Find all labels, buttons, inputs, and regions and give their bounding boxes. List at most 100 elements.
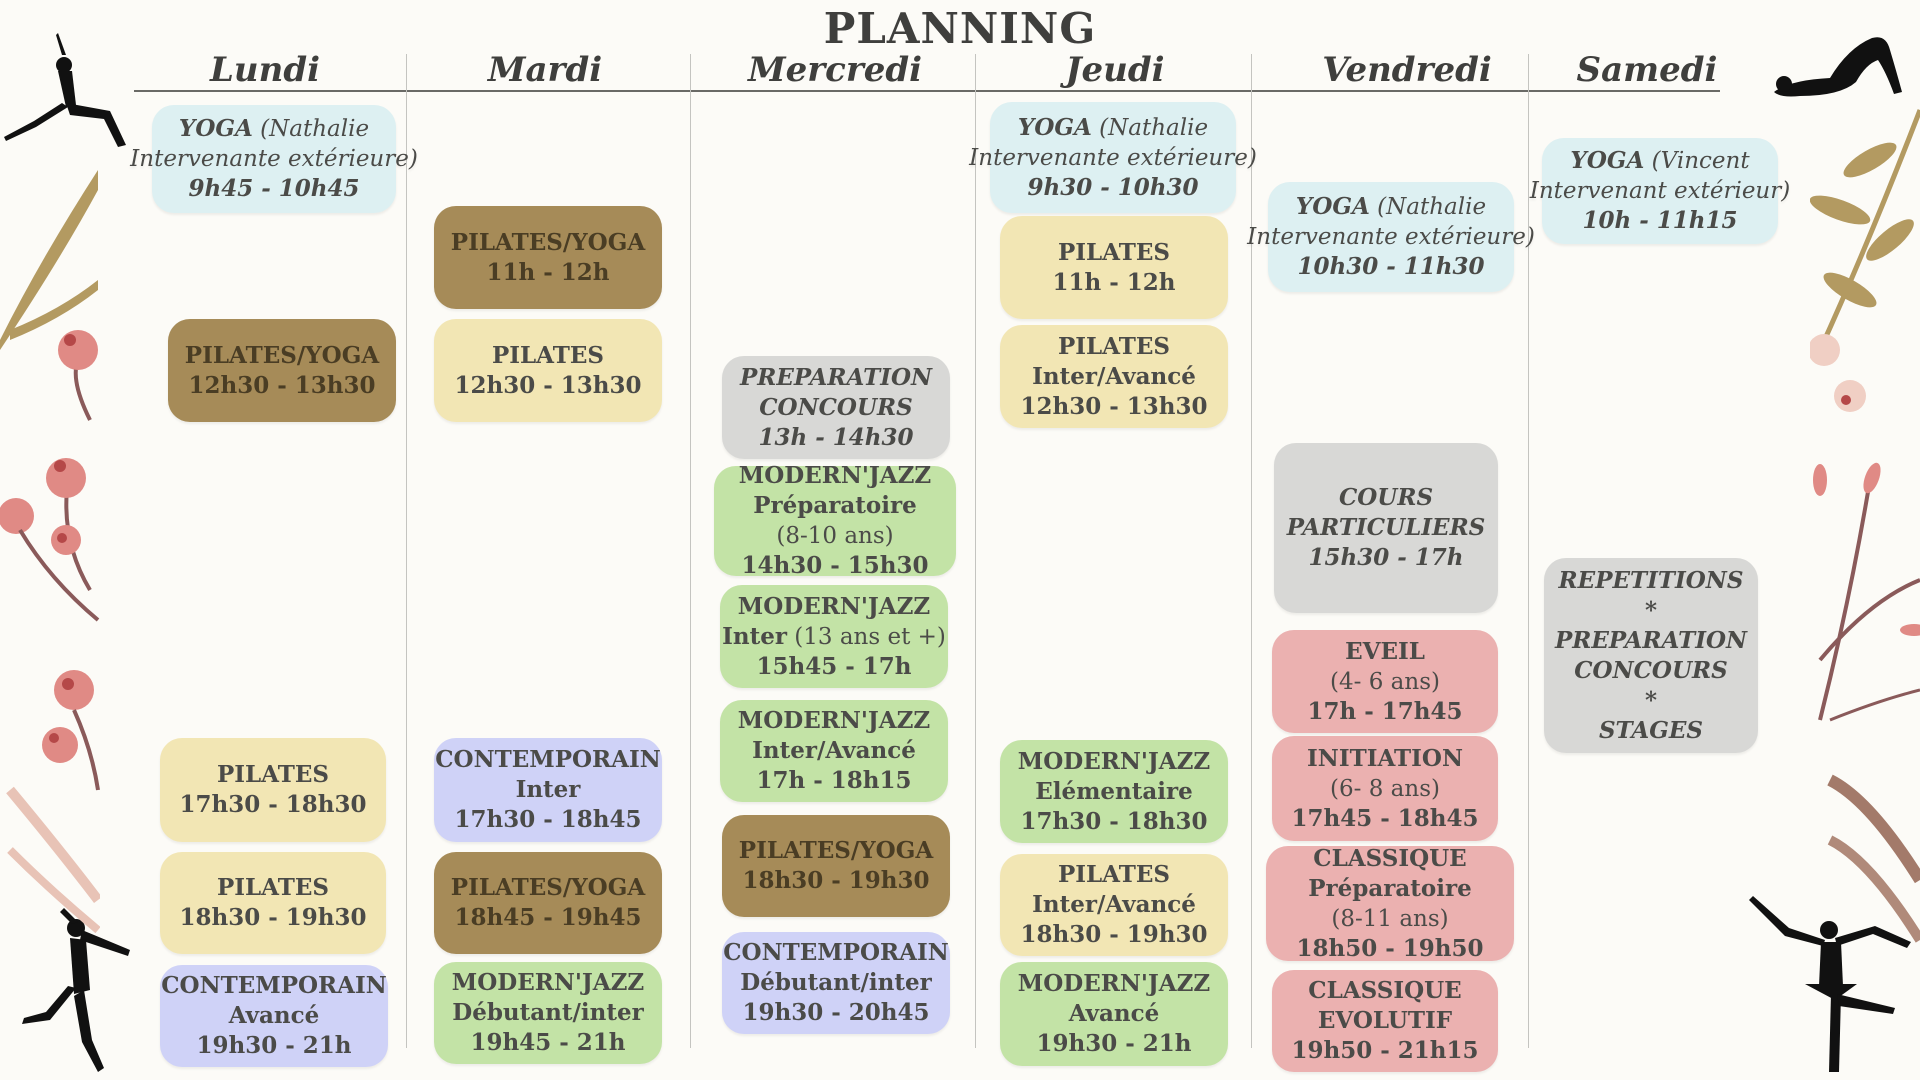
class-text-bold: MODERN'JAZZ bbox=[738, 462, 932, 489]
day-header-mardi: Mardi bbox=[487, 50, 603, 90]
class-text-bold: 12h30 - 13h30 bbox=[454, 371, 642, 399]
class-card-line: EVEIL bbox=[1345, 637, 1425, 667]
class-text-bold: Préparatoire bbox=[753, 492, 917, 519]
class-text-bold: Inter bbox=[722, 622, 787, 650]
class-card-line: 11h - 12h bbox=[486, 258, 609, 288]
class-text-bold: 18h30 - 19h30 bbox=[1020, 921, 1208, 948]
class-card-line: * bbox=[1645, 686, 1657, 716]
left-foliage-decoration-icon bbox=[0, 170, 100, 934]
class-text-bold: 15h45 - 17h bbox=[756, 652, 912, 680]
class-card-line: Inter/Avancé bbox=[1032, 362, 1196, 392]
class-card-line: PILATES/YOGA bbox=[451, 873, 645, 903]
class-card-line: 15h45 - 17h bbox=[756, 652, 911, 682]
class-text-bold: CONTEMPORAIN bbox=[723, 939, 949, 966]
class-card-line: PILATES bbox=[217, 760, 329, 790]
class-text-bold: PREPARATION bbox=[1554, 626, 1748, 654]
class-card-line: 19h30 - 21h bbox=[1036, 1029, 1191, 1059]
column-divider bbox=[406, 54, 407, 1048]
class-card-line: Préparatoire bbox=[1308, 874, 1472, 904]
class-text-normal: (Vincent bbox=[1644, 148, 1750, 174]
class-text-bold: 17h30 - 18h30 bbox=[179, 791, 367, 818]
class-text-bold: YOGA bbox=[178, 115, 253, 142]
class-card-line: Intervenante extérieure) bbox=[1247, 222, 1535, 252]
class-text-bold: 18h50 - 19h50 bbox=[1296, 934, 1484, 962]
class-card-line: PREPARATION bbox=[740, 363, 932, 393]
class-card-line: MODERN'JAZZ bbox=[452, 968, 644, 998]
class-text-bold: PARTICULIERS bbox=[1286, 514, 1486, 541]
class-text-bold: 11h - 12h bbox=[1052, 268, 1176, 296]
class-text-normal: (8-11 ans) bbox=[1331, 905, 1449, 932]
class-card-line: PILATES bbox=[1058, 860, 1170, 890]
class-card-line: Inter/Avancé bbox=[1032, 890, 1196, 920]
class-text-bold: MODERN'JAZZ bbox=[1017, 747, 1211, 775]
class-text-bold: STAGES bbox=[1598, 716, 1704, 744]
right-foliage-decoration-icon bbox=[1810, 109, 1920, 943]
class-card-line: CLASSIQUE bbox=[1308, 976, 1461, 1006]
class-text-bold: 9h45 - 10h45 bbox=[188, 175, 360, 202]
class-text-bold: PILATES/YOGA bbox=[450, 874, 646, 901]
class-text-bold: 10h30 - 11h30 bbox=[1297, 253, 1485, 280]
class-text-bold: Préparatoire bbox=[1308, 874, 1472, 902]
class-text-bold: Débutant/inter bbox=[740, 969, 932, 996]
class-card-line: Débutant/inter bbox=[452, 998, 644, 1028]
class-card-line: Avancé bbox=[229, 1001, 320, 1031]
class-text-bold: MODERN'JAZZ bbox=[451, 969, 645, 996]
class-card-line: YOGA (Nathalie bbox=[1018, 113, 1208, 143]
class-card-line: CONTEMPORAIN bbox=[723, 938, 949, 968]
class-text-bold: 15h30 - 17h bbox=[1308, 544, 1464, 571]
class-card-line: STAGES bbox=[1599, 716, 1703, 746]
class-card-line: MODERN'JAZZ bbox=[1018, 969, 1210, 999]
class-text-bold: Avancé bbox=[1068, 1000, 1160, 1027]
class-text-bold: PILATES/YOGA bbox=[184, 341, 380, 369]
class-text-bold: CLASSIQUE bbox=[1313, 844, 1467, 872]
class-card-line: Intervenant extérieur) bbox=[1530, 176, 1790, 206]
plow-pose-silhouette-icon bbox=[1774, 37, 1902, 97]
header-underline bbox=[134, 90, 1720, 92]
class-card-line: Débutant/inter bbox=[740, 968, 932, 998]
day-header-jeudi: Jeudi bbox=[1065, 50, 1165, 90]
class-card-line: (8-11 ans) bbox=[1331, 904, 1448, 934]
class-card-line: 15h30 - 17h bbox=[1308, 543, 1463, 573]
class-card-line: 17h - 18h15 bbox=[756, 766, 911, 796]
class-text-bold: EVEIL bbox=[1345, 637, 1425, 665]
class-card: INITIATION(6- 8 ans)17h45 - 18h45 bbox=[1272, 736, 1498, 841]
class-card-line: 17h45 - 18h45 bbox=[1291, 804, 1478, 834]
class-text-normal: (Nathalie bbox=[252, 116, 370, 142]
day-header-lundi: Lundi bbox=[209, 50, 321, 90]
class-text-bold: 12h30 - 13h30 bbox=[188, 371, 376, 399]
class-card-line: Inter/Avancé bbox=[752, 736, 916, 766]
class-text-bold: 14h30 - 15h30 bbox=[741, 552, 929, 579]
column-divider bbox=[1251, 54, 1252, 1048]
class-text-bold: 11h - 12h bbox=[486, 258, 610, 286]
class-text-bold: 17h45 - 18h45 bbox=[1291, 804, 1479, 832]
class-card-line: 11h - 12h bbox=[1052, 268, 1175, 298]
class-text-bold: 19h50 - 21h15 bbox=[1291, 1037, 1479, 1064]
class-card-line: CONCOURS bbox=[759, 393, 913, 423]
class-card-line: PILATES bbox=[492, 341, 604, 371]
class-card-line: MODERN'JAZZ bbox=[738, 592, 930, 622]
class-card-line: 19h50 - 21h15 bbox=[1291, 1036, 1478, 1066]
class-card-line: YOGA (Nathalie bbox=[179, 114, 369, 144]
class-text-bold: PILATES/YOGA bbox=[450, 228, 646, 256]
class-text-bold: 17h - 17h45 bbox=[1307, 697, 1463, 725]
class-text-bold: MODERN'JAZZ bbox=[737, 707, 931, 734]
class-card-line: 17h30 - 18h30 bbox=[179, 790, 366, 820]
class-text-bold: 17h30 - 18h45 bbox=[454, 806, 642, 833]
class-text-bold: YOGA bbox=[1017, 113, 1092, 141]
class-text-bold: CONTEMPORAIN bbox=[435, 746, 661, 773]
class-text-bold: 19h30 - 21h bbox=[1036, 1030, 1192, 1057]
ballerina-silhouette-icon bbox=[1749, 896, 1911, 1072]
class-card-line: Intervenante extérieure) bbox=[969, 143, 1257, 173]
class-text-normal: (8-10 ans) bbox=[776, 523, 894, 549]
class-card-line: PILATES/YOGA bbox=[739, 836, 933, 866]
